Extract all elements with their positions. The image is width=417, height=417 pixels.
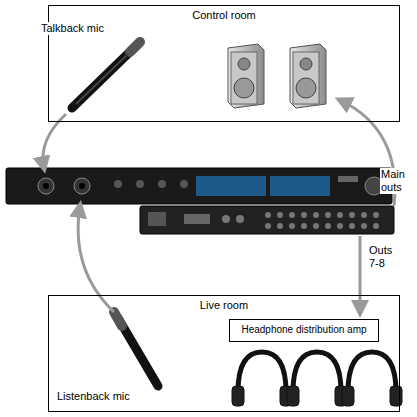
talkback-mic [72,42,140,108]
room-title: Live room [49,299,399,311]
callout-label: Talkback mic [40,22,105,35]
listenback-mic [114,312,158,386]
interface-front-panel [6,168,392,204]
interface-rear-panel [140,206,394,234]
room-title: Control room [49,9,399,21]
signal-arrow [43,100,395,312]
callout-label: Main outs [380,168,412,194]
device-box: Headphone distribution amp [229,319,379,342]
speaker [290,44,326,108]
box-label: Headphone distribution amp [230,320,378,339]
speaker [228,44,264,108]
callout-label: Listenback mic [56,390,131,403]
callout-label: Outs 7-8 [368,244,404,270]
headphones [232,352,402,406]
